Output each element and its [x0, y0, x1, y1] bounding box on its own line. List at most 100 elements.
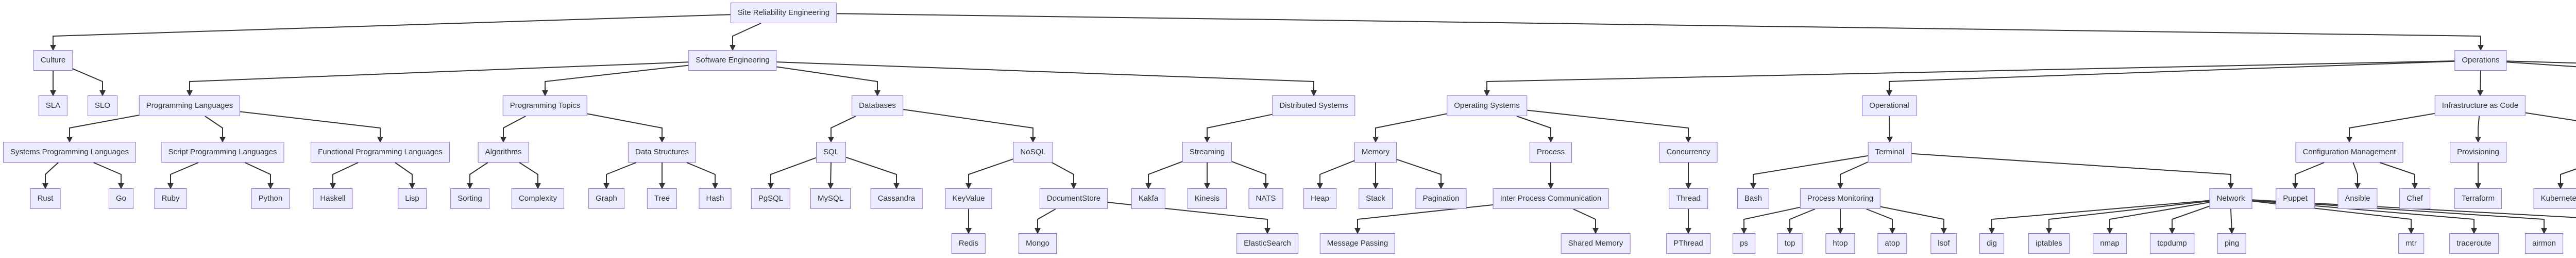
edge-network-to-ping: [2228, 208, 2235, 234]
node-network: Network: [2209, 188, 2252, 209]
edge-memory-to-pagination: [1396, 158, 1444, 189]
edge-orchestration-to-kubernetes: [2557, 168, 2576, 189]
node-complexity: Complexity: [511, 188, 565, 209]
node-pgsql: PgSQL: [751, 188, 791, 209]
node-kakfa: Kakfa: [1131, 188, 1166, 209]
edge-terminal-to-process-monitoring: [1837, 162, 1868, 189]
node-stack: Stack: [1359, 188, 1393, 209]
edge-programming-languages-to-script-programming-languages: [205, 116, 226, 143]
node-programming-languages: Programming Languages: [139, 95, 241, 116]
node-ansible: Ansible: [2337, 188, 2378, 209]
edge-operational-to-terminal: [1886, 116, 1893, 143]
node-terminal: Terminal: [1868, 142, 1912, 163]
node-redis: Redis: [951, 233, 986, 254]
edge-operating-systems-to-concurrency: [1527, 109, 1691, 143]
node-elasticsearch: ElasticSearch: [1236, 233, 1298, 254]
node-systems-programming-languages: Systems Programming Languages: [3, 142, 137, 163]
node-terraform: Terraform: [2454, 188, 2502, 209]
node-python: Python: [251, 188, 290, 209]
node-dig: dig: [1979, 233, 2005, 254]
edge-inter-process-communication-to-shared-memory: [1573, 208, 1599, 234]
edge-documentstore-to-mongo: [1035, 208, 1056, 234]
node-kubernetes: Kubernetes: [2533, 188, 2576, 209]
node-ping: ping: [2217, 233, 2247, 254]
node-inter-process-communication: Inter Process Communication: [1493, 188, 1609, 209]
node-documentstore: DocumentStore: [1039, 188, 1108, 209]
edge-inter-process-communication-to-message-passing: [1354, 204, 1493, 234]
edge-distributed-systems-to-streaming: [1204, 114, 1273, 143]
node-tcpdump: tcpdump: [2150, 233, 2194, 254]
node-operating-systems: Operating Systems: [1447, 95, 1527, 116]
edge-streaming-to-nats: [1231, 161, 1269, 189]
edge-configuration-management-to-puppet: [2292, 162, 2325, 189]
node-programming-topics: Programming Topics: [502, 95, 588, 116]
edge-network-to-traceroute: [2252, 200, 2477, 234]
node-mtr: mtr: [2398, 233, 2424, 254]
edge-algorithms-to-complexity: [519, 162, 541, 189]
node-shared-memory: Shared Memory: [1561, 233, 1631, 254]
node-provisioning: Provisioning: [2450, 142, 2506, 163]
edge-software-engineering-to-programming-languages: [187, 61, 689, 96]
edge-infrastructure-as-code-to-provisioning: [2475, 116, 2481, 143]
node-chef: Chef: [2399, 188, 2430, 209]
edge-operations-to-operating-systems: [1484, 60, 2455, 96]
node-traceroute: traceroute: [2449, 233, 2499, 254]
node-nats: NATS: [1248, 188, 1283, 209]
edge-databases-to-nosql: [903, 109, 1036, 143]
edge-programming-languages-to-systems-programming-languages: [66, 115, 140, 143]
edge-sre-to-operations: [836, 13, 2484, 51]
node-sla: SLA: [38, 95, 68, 116]
node-operational: Operational: [1862, 95, 1917, 116]
edge-data-structures-to-hash: [686, 162, 718, 189]
node-lsof: lsof: [1930, 233, 1957, 254]
node-puppet: Puppet: [2276, 188, 2315, 209]
node-script-programming-languages: Script Programming Languages: [161, 142, 284, 163]
edge-data-structures-to-graph: [603, 162, 637, 189]
edge-infrastructure-as-code-to-orchestration: [2525, 112, 2576, 121]
edge-operations-to-operational: [1886, 60, 2455, 96]
node-haskell: Haskell: [313, 188, 353, 209]
node-streaming: Streaming: [1182, 142, 1232, 163]
node-rust: Rust: [30, 188, 61, 209]
node-algorithms: Algorithms: [478, 142, 529, 163]
node-process-monitoring: Process Monitoring: [1800, 188, 1881, 209]
node-sorting: Sorting: [450, 188, 489, 209]
node-graph: Graph: [588, 188, 624, 209]
node-slo: SLO: [87, 95, 118, 116]
node-pagination: Pagination: [1415, 188, 1467, 209]
edge-systems-programming-languages-to-go: [93, 162, 124, 189]
edge-terminal-to-bash: [1750, 155, 1868, 189]
edge-process-monitoring-to-ps: [1741, 206, 1801, 234]
edge-streaming-to-kakfa: [1145, 161, 1183, 189]
node-sre: Site Reliability Engineering: [730, 3, 837, 23]
node-airmon: airmon: [2525, 233, 2563, 254]
node-atop: atop: [1877, 233, 1907, 254]
edge-network-to-dig: [1989, 200, 2210, 234]
edge-sql-to-cassandra: [845, 156, 900, 189]
edge-software-engineering-to-programming-topics: [542, 64, 689, 96]
edge-operations-to-infrastructure-as-code: [2477, 70, 2484, 96]
node-distributed-systems: Distributed Systems: [1272, 95, 1355, 116]
edge-script-programming-languages-to-python: [244, 162, 274, 189]
node-configuration-management: Configuration Management: [2295, 142, 2403, 163]
edge-configuration-management-to-ansible: [2352, 162, 2361, 189]
edge-network-to-nmap: [2107, 202, 2210, 234]
node-go: Go: [108, 188, 134, 209]
node-databases: Databases: [852, 95, 903, 116]
node-functional-programming-languages: Functional Programming Languages: [311, 142, 450, 163]
node-hash: Hash: [699, 188, 732, 209]
edge-sre-to-software-engineering: [730, 23, 761, 51]
edge-infrastructure-as-code-to-configuration-management: [2346, 112, 2435, 143]
edge-programming-topics-to-algorithms: [500, 116, 526, 143]
node-process: Process: [1529, 142, 1572, 163]
node-keyvalue: KeyValue: [945, 188, 992, 209]
node-tree: Tree: [647, 188, 677, 209]
edge-configuration-management-to-chef: [2379, 162, 2418, 189]
node-ruby: Ruby: [154, 188, 187, 209]
node-software-engineering: Software Engineering: [688, 50, 777, 71]
node-htop: htop: [1825, 233, 1855, 254]
node-lisp: Lisp: [398, 188, 427, 209]
node-cassandra: Cassandra: [870, 188, 923, 209]
node-nosql: NoSQL: [1013, 142, 1053, 163]
